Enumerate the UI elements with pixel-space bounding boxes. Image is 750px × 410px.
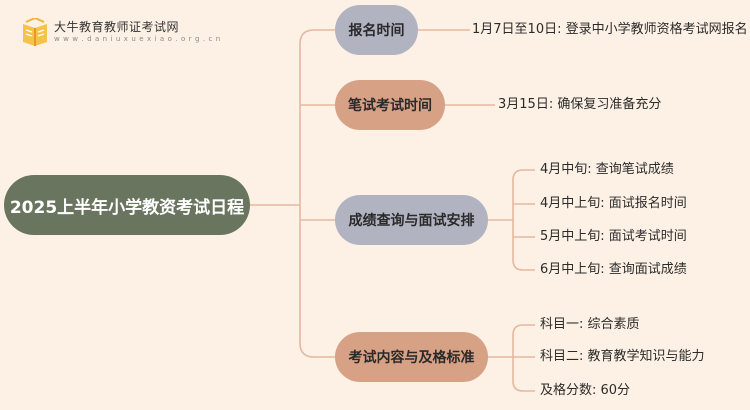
book-icon [23,18,47,46]
logo-url: w w w . d a n i u x u e x i a o . o r g … [54,35,221,43]
leaf-written-score: 4月中旬: 查询笔试成绩 [540,162,674,177]
root-node: 2025上半年小学教资考试日程 [4,175,250,235]
connector-trunk [299,29,335,358]
logo-name: 大牛教育教师证考试网 [54,20,180,34]
leaf-interview-exam: 5月中上旬: 面试考试时间 [540,229,687,244]
branch-written-exam: 笔试考试时间 [335,80,445,130]
branch-results-interview: 成绩查询与面试安排 [335,195,488,245]
leaf-interview-registration: 4月中上旬: 面试报名时间 [540,196,687,211]
leaf-subject-one: 科目一: 综合素质 [540,317,640,332]
branch-registration: 报名时间 [335,5,418,55]
site-logo[interactable]: 大牛教育教师证考试网 w w w . d a n i u x u e x i a… [14,12,220,48]
leaf-pass-score: 及格分数: 60分 [540,383,631,398]
leaf-registration-date: 1月7日至10日: 登录中小学教师资格考试网报名 [472,22,748,37]
connector-leaf-group-4 [488,324,535,392]
leaf-interview-score: 6月中上旬: 查询面试成绩 [540,262,687,277]
branch-content-standards: 考试内容与及格标准 [335,332,488,382]
leaf-written-exam-date: 3月15日: 确保复习准备充分 [498,97,662,112]
leaf-subject-two: 科目二: 教育教学知识与能力 [540,349,705,364]
connector-leaf-group-3 [488,169,535,271]
